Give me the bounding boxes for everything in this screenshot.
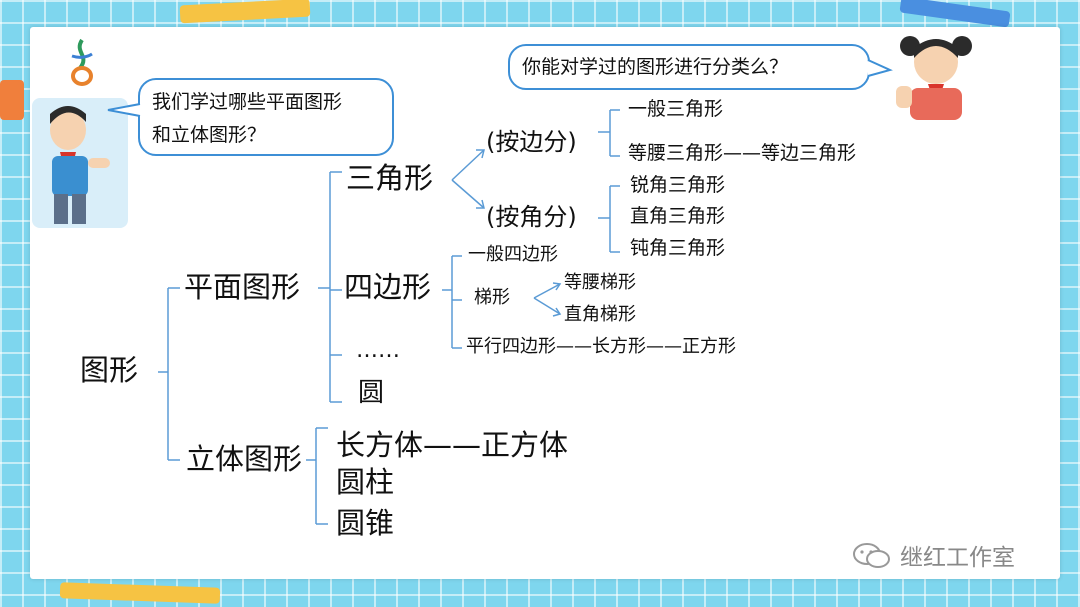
triangle-label: 三角形 [346, 164, 433, 193]
watermark-text: 继红工作室 [900, 547, 1015, 570]
isosceles-trapezoid-label: 等腰梯形 [564, 274, 636, 292]
quadrilateral-label: 四边形 [344, 273, 431, 302]
cylinder-label: 圆柱 [336, 468, 394, 497]
cone-label: 圆锥 [336, 509, 394, 538]
by-side-label: (按边分) [486, 130, 577, 154]
isosceles-equilateral-label: 等腰三角形——等边三角形 [628, 144, 856, 163]
plane-shapes-label: 平面图形 [184, 273, 300, 302]
general-triangle-label: 一般三角形 [628, 100, 723, 119]
trapezoid-label: 梯形 [474, 289, 510, 307]
ellipsis-label: …… [356, 340, 400, 362]
by-angle-label: (按角分) [486, 205, 577, 229]
acute-triangle-label: 锐角三角形 [630, 176, 725, 195]
wechat-icon [852, 541, 892, 571]
right-triangle-label: 直角三角形 [630, 207, 725, 226]
circle-label: 圆 [358, 380, 384, 406]
solid-shapes-label: 立体图形 [186, 445, 302, 474]
cuboid-cube-label: 长方体——正方体 [336, 431, 568, 460]
obtuse-triangle-label: 钝角三角形 [630, 239, 725, 258]
parallelogram-chain-label: 平行四边形——长方形——正方形 [466, 338, 736, 356]
root-label: 图形 [80, 356, 138, 385]
right-trapezoid-label: 直角梯形 [564, 306, 636, 324]
general-quadrilateral-label: 一般四边形 [468, 246, 558, 264]
